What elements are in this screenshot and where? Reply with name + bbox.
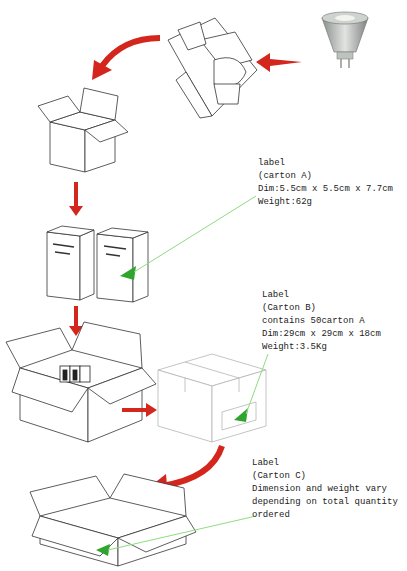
label-marker [96, 544, 110, 556]
callout-text: Dim:29cm x 29cm x 18cm [262, 329, 381, 340]
callout-text: (Carton C) [252, 471, 306, 482]
carton-c-open [30, 474, 196, 566]
callout-text: contains 50carton A [262, 316, 365, 327]
folded-insert [168, 18, 257, 118]
carton-b-open [6, 322, 156, 442]
lamp [322, 12, 368, 68]
carton-a-pair [47, 226, 148, 302]
leader-line [246, 354, 268, 414]
callout-text: depending on total quantity [252, 497, 398, 508]
flow-arrow [102, 38, 160, 66]
callout-text: Weight:62g [258, 197, 312, 208]
callout-text: Label [262, 290, 289, 301]
leader-line [134, 196, 256, 272]
flow-arrow [69, 182, 83, 216]
carton-b-closed [158, 354, 266, 442]
flow-arrow [162, 446, 222, 486]
label-marker [120, 266, 136, 280]
callout-text: Dimension and weight vary [252, 484, 387, 495]
label-marker [234, 408, 248, 422]
callout-text: ordered [252, 510, 290, 521]
callout-text: (carton A) [258, 171, 312, 182]
arrow-head [92, 60, 112, 80]
box-print [53, 244, 126, 256]
callout-text: (Carton B) [262, 303, 316, 314]
callout-text: label [258, 158, 285, 169]
flow-arrow [256, 53, 302, 72]
flow-arrow [122, 403, 157, 417]
leader-line [108, 516, 256, 550]
callout-text: Label [252, 458, 279, 469]
callout-text: Dim:5.5cm x 5.5cm x 7.7cm [258, 184, 393, 195]
cartons-inside [60, 366, 90, 382]
callout-text: Weight:3.5Kg [262, 342, 327, 353]
single-box [38, 88, 128, 172]
